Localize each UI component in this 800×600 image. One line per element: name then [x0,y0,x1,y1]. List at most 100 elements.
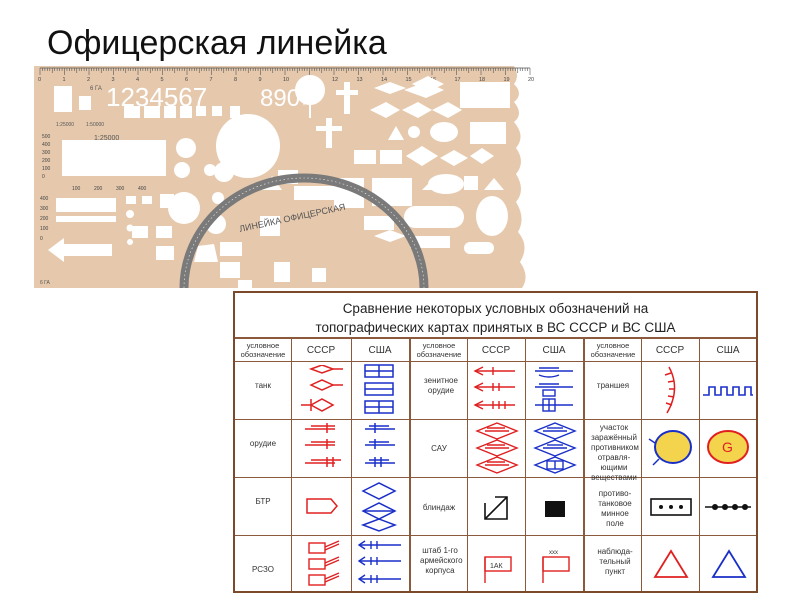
header-ussr-3: СССР [655,345,685,356]
label-hq: штаб 1-го армейского корпуса [420,546,463,575]
hq-usa-label: xxx [549,550,558,556]
minefield-ussr-symbol [650,498,692,516]
label-mlrs: РСЗО [252,565,274,574]
ruler-top-tick-label: 2 [87,77,90,83]
ruler-top-tick-label: 10 [283,77,289,83]
label-apc: БТР [255,497,271,506]
officer-ruler-image: 01234567891011121314151617181920 5004003… [34,66,534,288]
label-tank: танк [255,381,271,390]
ruler-top-tick-label: 18 [479,77,485,83]
ruler-mark-ga: 6 ГА [90,86,102,92]
tank-usa-symbol [364,364,394,414]
ruler-top-tick-label: 19 [504,77,510,83]
ruler-top-tick-label: 1 [63,77,66,83]
table-title: Сравнение некоторых условных обозначений… [235,299,756,337]
label-trench: траншея [596,381,630,390]
ruler-left-tick-label: 100 [40,226,49,232]
grid-v-4 [467,337,468,591]
ruler-top-tick-label: 3 [112,77,115,83]
ruler-top-tick-label: 7 [210,77,213,83]
ruler-top-tick-label: 20 [528,77,534,83]
minefield-usa-symbol [705,504,751,510]
ruler-left-tick-label: 100 [42,166,51,172]
label-aa-gun: зенитное орудие [424,376,458,395]
ruler-left-tick-label: 300 [40,206,49,212]
ruler-left-tick-label: 500 [42,134,51,140]
label-observation: наблюда-тельный пункт [597,547,633,576]
header-usa-2: США [542,345,566,356]
mlrs-ussr-symbol [308,540,340,586]
contaminated-usa-symbol: G [707,430,749,464]
ruler-left-tick-label: 300 [42,150,51,156]
hq-ussr-symbol: 1АК [484,556,512,583]
observation-ussr-symbol [653,549,689,578]
grid-h-row2 [235,477,756,478]
ruler-top-tick-label: 14 [381,77,387,83]
ruler-protractor [179,173,429,288]
grid-h-row3 [235,535,756,536]
hq-usa-symbol: xxx [542,550,570,583]
ruler-bottom-tick-label: 400 [138,186,147,192]
grid-v-7 [641,337,642,591]
ruler-scale-c: 1:25000 [94,135,119,142]
tank-ussr-symbol [301,365,343,412]
table-title-line-2: топографических картах принятых в ВС ССС… [315,320,676,335]
aa-gun-ussr-symbol [473,366,515,410]
label-minefield: противо-танковое минное поле [598,489,632,528]
grid-v-8 [699,337,700,591]
ruler-left-tick-label: 0 [42,174,45,180]
table-title-line-1: Сравнение некоторых условных обозначений… [342,301,649,316]
trench-usa-symbol [703,386,753,396]
ruler-digits-2: 890 [260,85,300,112]
grid-h-top [235,337,756,339]
label-contaminated: участок заражённый противником отравля-ю… [591,423,639,482]
ruler-bottom-tick-label: 200 [94,186,103,192]
ruler-bottom-tick-label: 300 [116,186,125,192]
mlrs-usa-symbol [357,540,401,584]
ruler-top-tick-label: 17 [455,77,461,83]
header-ussr-1: СССР [306,345,336,356]
ruler-scale-a: 1:25000 [56,122,74,128]
header-symbol-1: условное обозначение [240,341,286,359]
trench-ussr-symbol [664,366,676,414]
spg-ussr-symbol [475,422,519,474]
contaminated-usa-label: G [722,439,733,455]
aa-gun-usa-symbol [535,367,573,412]
ruler-mark-ga-2: 6 ГА [40,280,51,286]
observation-usa-symbol [711,549,747,578]
contaminated-ussr-symbol [648,430,692,466]
ruler-top-tick-label: 13 [357,77,363,83]
ruler-top-tick-label: 4 [136,77,139,83]
header-ussr-2: СССР [481,345,511,356]
ruler-left-tick-label: 0 [40,236,43,242]
ruler-top-tick-label: 9 [259,77,262,83]
ruler-top-tick-label: 6 [185,77,188,83]
grid-h-row1 [235,419,756,420]
grid-v-6 [583,337,585,591]
label-gun: орудие [249,439,277,448]
ruler-left-tick-label: 200 [40,216,49,222]
label-dugout: блиндаж [422,503,456,512]
ruler-top-tick-label: 8 [234,77,237,83]
ruler-top-tick-label: 15 [406,77,412,83]
grid-v-3 [409,337,411,591]
ruler-scale-b: 1:50000 [86,122,104,128]
ruler-top-tick-label: 5 [161,77,164,83]
ruler-left-tick-label: 400 [40,196,49,202]
header-usa-1: США [368,345,392,356]
ruler-stencil-cutouts [48,75,510,288]
label-spg: САУ [431,444,447,453]
grid-v-1 [291,337,292,591]
grid-h-header [235,361,756,362]
header-usa-3: США [716,345,740,356]
dugout-ussr-symbol [484,496,508,520]
ruler-left-tick-label: 200 [42,158,51,164]
gun-usa-symbol [365,423,395,467]
hq-ussr-label: 1АК [490,563,504,570]
slide-title: Офицерская линейка [47,24,387,62]
ruler-left-tick-label: 400 [42,142,51,148]
ruler-top-tick-label: 12 [332,77,338,83]
ruler-bottom-tick-label: 100 [72,186,81,192]
dugout-usa-symbol [545,501,565,517]
grid-v-2 [351,337,352,591]
